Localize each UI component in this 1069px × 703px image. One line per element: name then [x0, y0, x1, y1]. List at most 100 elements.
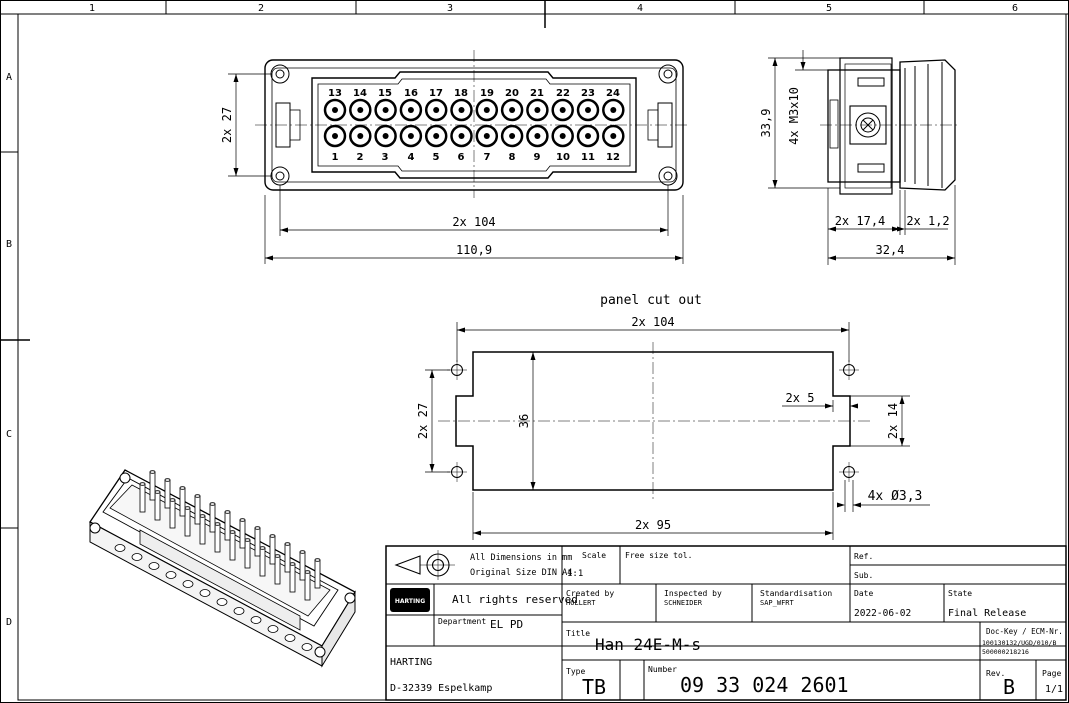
title-value: Han 24E-M-s: [595, 635, 701, 654]
iso-pin: [154, 491, 161, 521]
iso-pin-cap: [259, 546, 266, 550]
pin-label: 10: [556, 152, 570, 163]
company-address: D-32339 Espelkamp: [390, 683, 492, 694]
standard-label: Standardisation: [760, 589, 832, 598]
dim-front-overall: 110,9: [456, 243, 492, 257]
iso-screw-opening: [182, 580, 194, 588]
dockey-value1: 100130132/UGD/010/B: [982, 639, 1056, 647]
contact-pin-center: [559, 107, 566, 113]
contact-pin-center: [332, 107, 338, 113]
grid-col-label: 6: [1012, 3, 1018, 14]
grid-row-label: C: [6, 429, 12, 440]
contact-pin-center: [458, 133, 465, 139]
iso-screw-opening: [148, 562, 160, 570]
pin-label: 16: [404, 88, 418, 99]
side-view-dimensions: [768, 50, 956, 265]
iso-pin-cap: [274, 554, 281, 558]
number-value: 09 33 024 2601: [680, 673, 849, 697]
page-value: 1/1: [1045, 684, 1063, 695]
dim-side-height: 33,9: [759, 109, 773, 138]
grid-row-label: A: [6, 72, 12, 83]
contact-pin-center: [332, 133, 338, 139]
contact-pin-center: [407, 107, 414, 113]
contact-pin-center: [610, 133, 617, 139]
title-block-lines: [385, 545, 1067, 701]
department-label: Department: [438, 617, 486, 626]
iso-pin-cap: [194, 494, 201, 498]
rev-value: B: [1003, 675, 1015, 699]
pin-label: 6: [458, 152, 465, 163]
type-label: Type: [566, 667, 585, 676]
iso-pin-cap: [229, 530, 236, 534]
state-value: Final Release: [948, 608, 1026, 619]
iso-pin: [299, 551, 306, 581]
date-value: 2022-06-02: [854, 608, 911, 619]
iso-pin-cap: [269, 534, 276, 538]
contact-pin-center: [534, 107, 541, 113]
iso-pin-cap: [184, 506, 191, 510]
number-label: Number: [648, 665, 677, 674]
inspected-value: SCHNEIDER: [664, 599, 703, 607]
dim-side-screw: 4x M3x10: [787, 87, 801, 145]
dim-cutout-notch-width: 2x 5: [786, 391, 815, 405]
iso-pin-cap: [244, 538, 251, 542]
grid-col-label: 3: [447, 3, 453, 14]
iso-pin: [269, 535, 276, 565]
contact-pin-center: [433, 107, 440, 113]
iso-pin: [244, 539, 251, 569]
iso-pin-cap: [179, 486, 186, 490]
dockey-label: Doc-Key / ECM-Nr.: [986, 627, 1063, 636]
iso-pin: [139, 483, 146, 513]
pin-label: 24: [606, 88, 620, 99]
title-block-text: All Dimensions in mm Original Size DIN A…: [390, 551, 1063, 699]
iso-pin-cap: [199, 514, 206, 518]
grid-column-labels: 1 2 3 4 5 6: [89, 3, 1018, 14]
iso-pin: [304, 571, 311, 601]
iso-pin: [259, 547, 266, 577]
contact-pin-center: [382, 107, 389, 113]
iso-pin-cap: [289, 562, 296, 566]
projection-symbol-icon: [394, 550, 455, 580]
dim-front-height: 2x 27: [220, 107, 234, 143]
pin-label: 5: [433, 152, 440, 163]
contact-pin-center: [458, 107, 465, 113]
iso-pin-cap: [209, 502, 216, 506]
rights-text: All rights reserved: [452, 593, 578, 606]
pin-label: 3: [382, 152, 389, 163]
iso-pin: [254, 527, 261, 557]
iso-screw-opening: [216, 598, 228, 606]
iso-pin: [229, 531, 236, 561]
iso-pin: [239, 519, 246, 549]
side-view-arrows: [772, 58, 955, 261]
iso-pin-cap: [224, 510, 231, 514]
dim-side-depth-b: 2x 1,2: [906, 214, 949, 228]
sub-label: Sub.: [854, 571, 873, 580]
scale-value: 1:1: [567, 569, 583, 579]
iso-pin: [169, 499, 176, 529]
iso-pin: [289, 563, 296, 593]
panel-cutout-shape: [438, 342, 870, 500]
contact-pin-center: [483, 133, 490, 139]
pin-label: 7: [484, 152, 491, 163]
pin-label: 2: [357, 152, 364, 163]
contact-pin-center: [407, 133, 414, 139]
contact-pin-center: [585, 107, 591, 113]
contact-pin-center: [357, 133, 364, 139]
iso-pin: [199, 515, 206, 545]
state-label: State: [948, 589, 972, 598]
pin-label: 12: [606, 152, 620, 163]
pin-label: 22: [556, 88, 570, 99]
dims-note-line1: All Dimensions in mm: [470, 553, 572, 563]
grid-col-label: 2: [258, 3, 264, 14]
grid-row-label: D: [6, 617, 12, 628]
pin-label: 19: [480, 88, 494, 99]
pin-label: 17: [429, 88, 443, 99]
dim-side-depth-a: 2x 17,4: [835, 214, 886, 228]
dim-front-inner: 2x 104: [452, 215, 495, 229]
contact-pin-center: [509, 133, 516, 139]
iso-pin-cap: [149, 470, 156, 474]
side-view: [820, 57, 960, 195]
iso-screw-opening: [199, 589, 211, 597]
dim-cutout-hole-spacing: 2x 104: [631, 315, 674, 329]
